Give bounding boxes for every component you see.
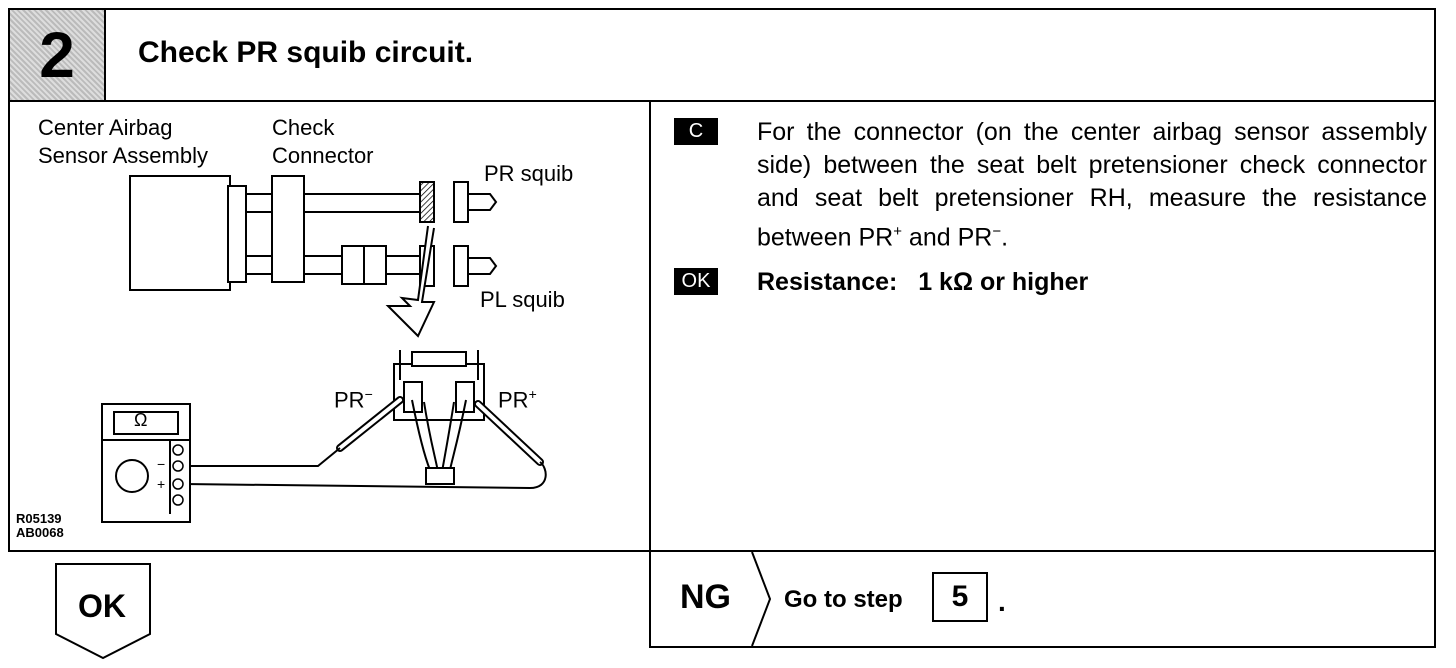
label-pr-plus: PR+ bbox=[498, 386, 537, 413]
meter-plus: + bbox=[157, 476, 166, 492]
step-number: 2 bbox=[39, 19, 75, 91]
resistance-spec: Resistance: 1 kΩ or higher bbox=[757, 268, 1089, 296]
ok-arrow-shape bbox=[55, 563, 151, 660]
goto-label: Go to step bbox=[784, 586, 903, 613]
meter-minus: − bbox=[157, 456, 166, 472]
label-check-line1: Check bbox=[272, 115, 335, 140]
ng-chevron bbox=[751, 552, 772, 646]
goto-dot: . bbox=[998, 586, 1006, 617]
check-connector bbox=[271, 175, 305, 283]
pl-squib bbox=[453, 245, 469, 287]
meter-dial bbox=[115, 459, 149, 493]
label-pr-minus: PR− bbox=[334, 386, 373, 413]
circuit-diagram bbox=[101, 175, 547, 523]
ok-badge: OK bbox=[674, 268, 718, 295]
label-pr-squib: PR squib bbox=[484, 161, 574, 186]
ng-label: NG bbox=[680, 578, 731, 616]
sensor-assembly bbox=[129, 175, 231, 291]
label-check-line2: Connector bbox=[272, 143, 374, 168]
step-number-box: 2 bbox=[10, 10, 106, 100]
figure-codes: R05139 AB0068 bbox=[16, 511, 64, 540]
step-title: Check PR squib circuit. bbox=[138, 36, 474, 69]
pr-squib bbox=[453, 181, 469, 223]
step-header bbox=[8, 8, 1436, 102]
ng-box bbox=[649, 550, 1436, 648]
label-center-airbag-line2: Sensor Assembly bbox=[38, 143, 208, 168]
column-divider bbox=[649, 100, 651, 648]
meter-ohm-symbol: Ω bbox=[134, 410, 148, 430]
c-badge: C bbox=[674, 118, 718, 145]
label-pl-squib: PL squib bbox=[480, 287, 565, 312]
label-center-airbag-line1: Center Airbag bbox=[38, 115, 173, 140]
instruction-text: For the connector (on the center airbag … bbox=[757, 118, 1427, 252]
pr-connector-hatched bbox=[419, 181, 435, 223]
ok-label: OK bbox=[78, 588, 126, 624]
down-arrow-icon bbox=[385, 225, 436, 338]
goto-step-box[interactable]: 5 bbox=[932, 572, 988, 622]
